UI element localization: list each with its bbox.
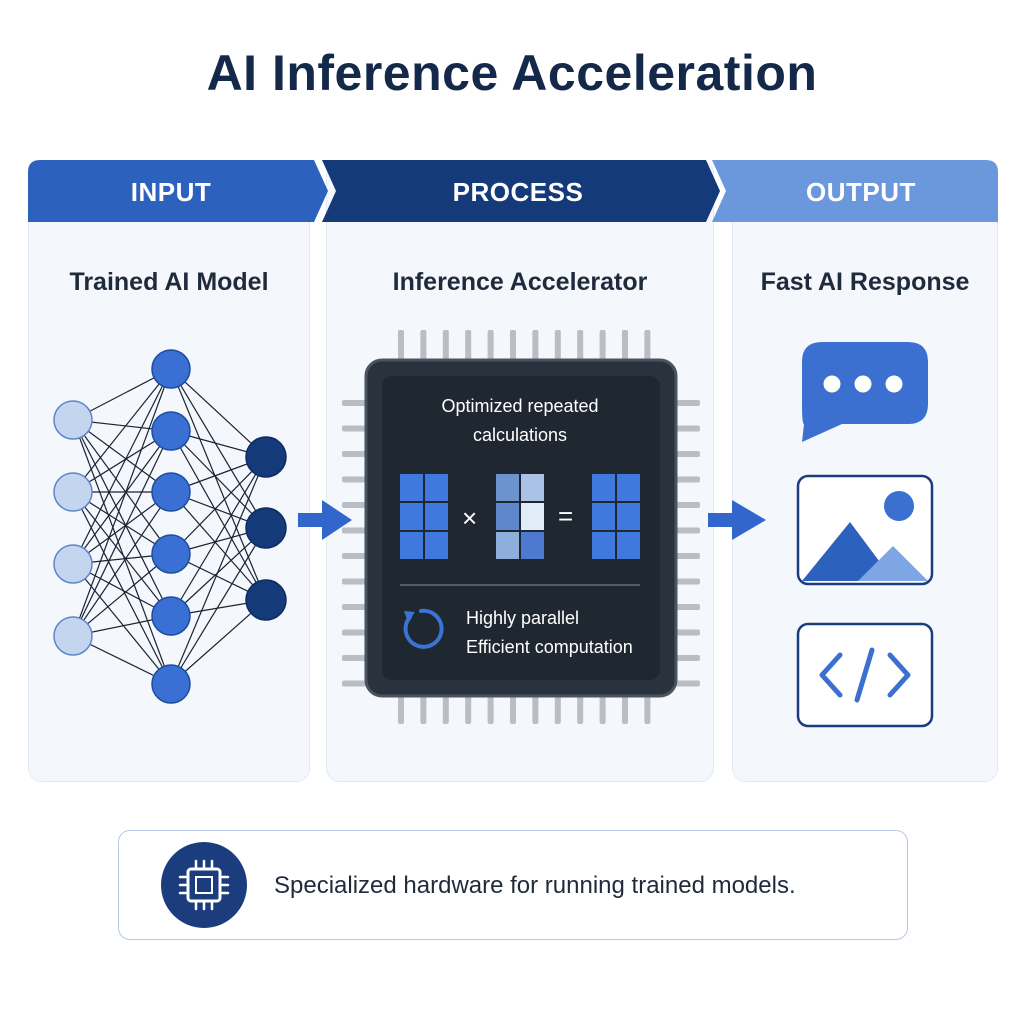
matrix-icon	[400, 474, 448, 559]
chat-bubble-icon	[802, 342, 928, 442]
neuron-node	[53, 544, 93, 584]
footer-callout	[118, 830, 908, 940]
neuron-node	[151, 411, 191, 451]
code-icon	[796, 622, 934, 728]
page-title: AI Inference Acceleration	[206, 45, 818, 101]
neuron-node	[245, 579, 287, 621]
process-heading: Inference Accelerator	[392, 268, 648, 296]
chip-note-parallel: Highly parallel	[466, 608, 580, 628]
footer-text: Specialized hardware for running trained…	[274, 872, 796, 899]
multiply-symbol: ×	[462, 503, 478, 533]
neuron-node	[151, 596, 191, 636]
stage-label-process: PROCESS	[452, 177, 584, 207]
image-icon	[796, 474, 934, 586]
neuron-node	[245, 507, 287, 549]
equals-symbol: =	[558, 501, 574, 531]
chip-caption-line2: calculations	[472, 425, 568, 445]
neuron-node	[151, 349, 191, 389]
refresh-cycle-icon	[403, 608, 444, 649]
chip-caption-line1: Optimized repeated	[441, 396, 599, 416]
right-arrow-icon	[298, 500, 352, 540]
stage-label-input: INPUT	[130, 177, 212, 207]
neuron-node	[53, 472, 93, 512]
input-banner	[28, 160, 328, 222]
neuron-node	[245, 436, 287, 478]
matrix-icon	[592, 474, 640, 559]
output-banner	[712, 160, 998, 222]
neuron-node	[151, 664, 191, 704]
chip-note-efficient: Efficient computation	[466, 637, 633, 657]
neuron-node	[151, 472, 191, 512]
right-arrow-icon	[708, 500, 766, 540]
chip-notes: Highly parallel Efficient computation	[466, 604, 666, 662]
process-banner	[322, 160, 720, 222]
output-heading: Fast AI Response	[760, 268, 970, 296]
neuron-node	[53, 616, 93, 656]
neuron-node	[151, 534, 191, 574]
matrix-icon	[496, 474, 544, 559]
chip-caption: Optimized repeated calculations	[386, 392, 654, 450]
neuron-node	[53, 400, 93, 440]
stage-label-output: OUTPUT	[806, 177, 916, 207]
input-heading: Trained AI Model	[69, 268, 269, 296]
